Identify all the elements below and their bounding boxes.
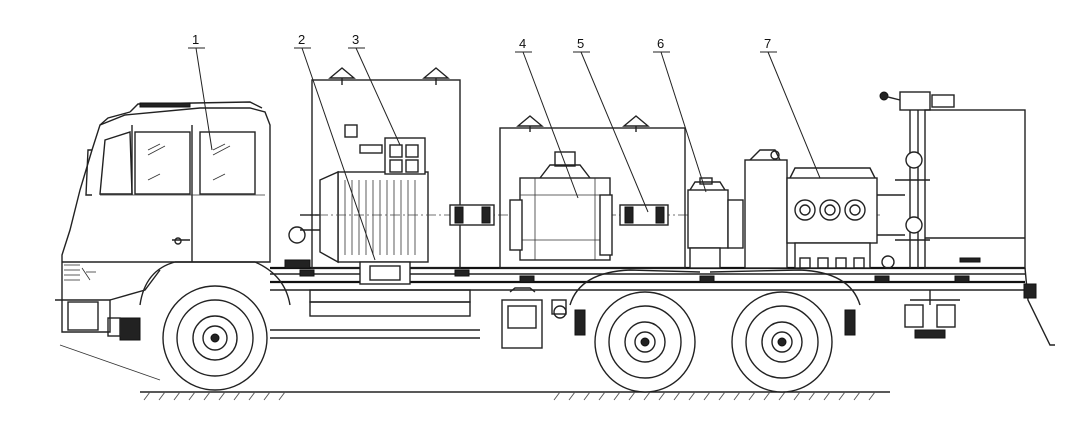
rear-wheel-1 xyxy=(569,269,701,393)
label-6: 6 xyxy=(657,36,664,51)
part-labels: 1 2 3 4 5 6 7 xyxy=(192,32,771,51)
valve-column xyxy=(879,91,955,268)
leader-lines xyxy=(188,47,821,261)
front-wheel xyxy=(139,261,291,391)
rear-wheel-2 xyxy=(574,269,861,393)
rear-tank xyxy=(924,109,1026,269)
label-5: 5 xyxy=(577,36,584,51)
gearbox-room xyxy=(499,115,686,269)
rear-fitting xyxy=(904,290,960,339)
label-2: 2 xyxy=(298,32,305,47)
ground-line xyxy=(59,344,890,401)
label-7: 7 xyxy=(764,36,771,51)
label-4: 4 xyxy=(519,36,526,51)
coupling-2 xyxy=(619,204,669,226)
label-1: 1 xyxy=(192,32,199,47)
truck-cab xyxy=(55,101,271,341)
plunger-pump xyxy=(744,149,905,269)
under-frame-box xyxy=(501,287,567,349)
label-3: 3 xyxy=(352,32,359,47)
reducer-unit xyxy=(687,177,744,269)
coupling-1 xyxy=(449,204,495,226)
